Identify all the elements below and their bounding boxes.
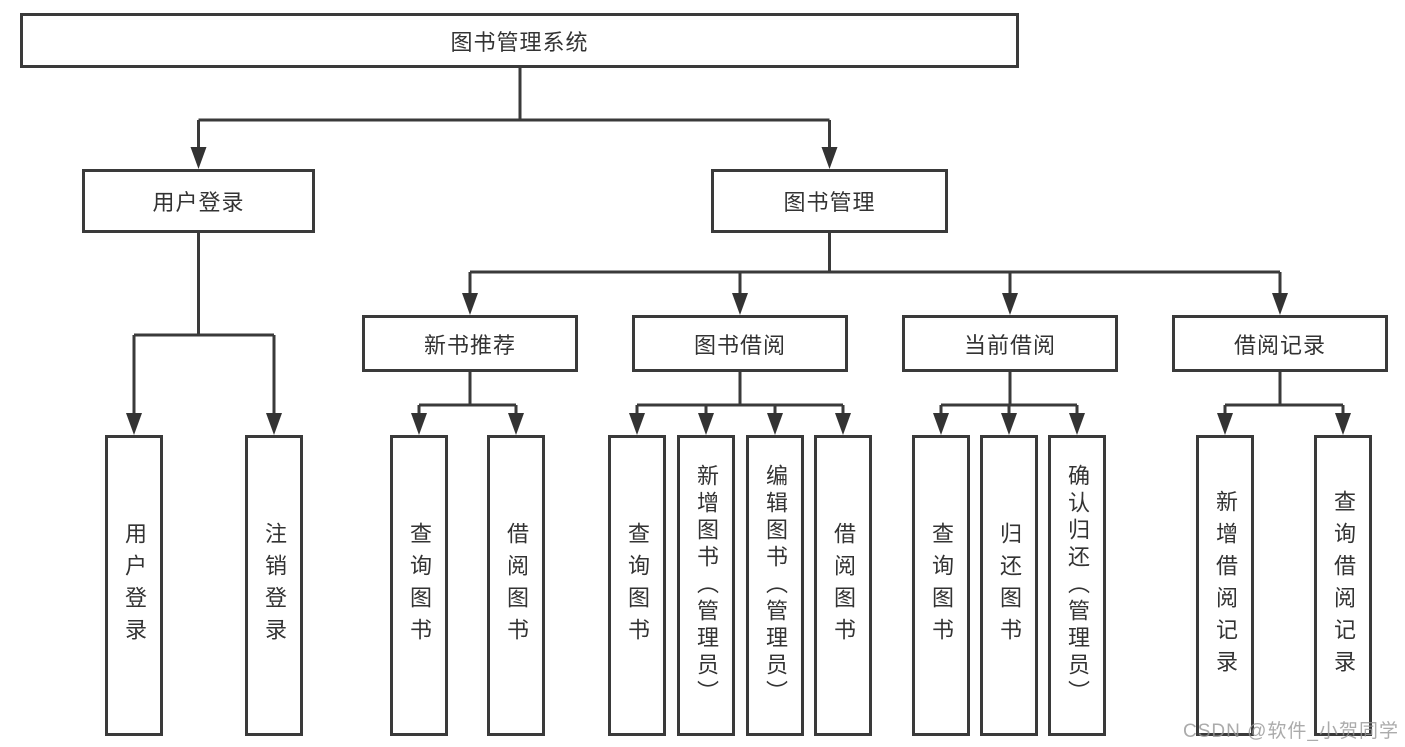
node-leaf-edit-book-admin: 编辑图书（管理员） [746, 435, 804, 736]
leaf-label: 归还图书 [997, 521, 1022, 650]
leaf-label: 借阅图书 [831, 521, 856, 650]
leaf-label: 查询借阅记录 [1331, 489, 1356, 682]
leaf-label: 用户登录 [122, 521, 147, 650]
leaf-label: 借阅图书 [504, 521, 529, 650]
node-current-borrowing: 当前借阅 [902, 315, 1118, 372]
leaf-label: 新增借阅记录 [1213, 489, 1238, 682]
node-root: 图书管理系统 [20, 13, 1019, 68]
node-borrow-records: 借阅记录 [1172, 315, 1388, 372]
node-leaf-query-book-3: 查询图书 [912, 435, 970, 736]
arrowheads [126, 147, 1351, 435]
leaf-label: 注销登录 [262, 521, 287, 650]
node-leaf-return-book: 归还图书 [980, 435, 1038, 736]
leaf-label: 新增图书（管理员） [694, 464, 719, 707]
node-user-login: 用户登录 [82, 169, 315, 233]
leaf-label: 确认归还（管理员） [1065, 464, 1090, 707]
node-new-book-recommend: 新书推荐 [362, 315, 578, 372]
node-leaf-query-book-1: 查询图书 [390, 435, 448, 736]
leaf-label: 查询图书 [407, 521, 432, 650]
node-leaf-user-login: 用户登录 [105, 435, 163, 736]
node-leaf-borrow-book-2: 借阅图书 [814, 435, 872, 736]
leaf-label: 查询图书 [929, 521, 954, 650]
node-book-management: 图书管理 [711, 169, 948, 233]
csdn-watermark: CSDN @软件_小贺同学 [1183, 721, 1399, 742]
node-book-borrowing: 图书借阅 [632, 315, 848, 372]
leaf-label: 查询图书 [625, 521, 650, 650]
node-leaf-confirm-return-admin: 确认归还（管理员） [1048, 435, 1106, 736]
leaf-label: 编辑图书（管理员） [763, 464, 788, 707]
node-leaf-query-book-2: 查询图书 [608, 435, 666, 736]
node-leaf-add-book-admin: 新增图书（管理员） [677, 435, 735, 736]
node-leaf-logout: 注销登录 [245, 435, 303, 736]
node-leaf-query-borrow-record: 查询借阅记录 [1314, 435, 1372, 736]
node-leaf-add-borrow-record: 新增借阅记录 [1196, 435, 1254, 736]
node-leaf-borrow-book-1: 借阅图书 [487, 435, 545, 736]
